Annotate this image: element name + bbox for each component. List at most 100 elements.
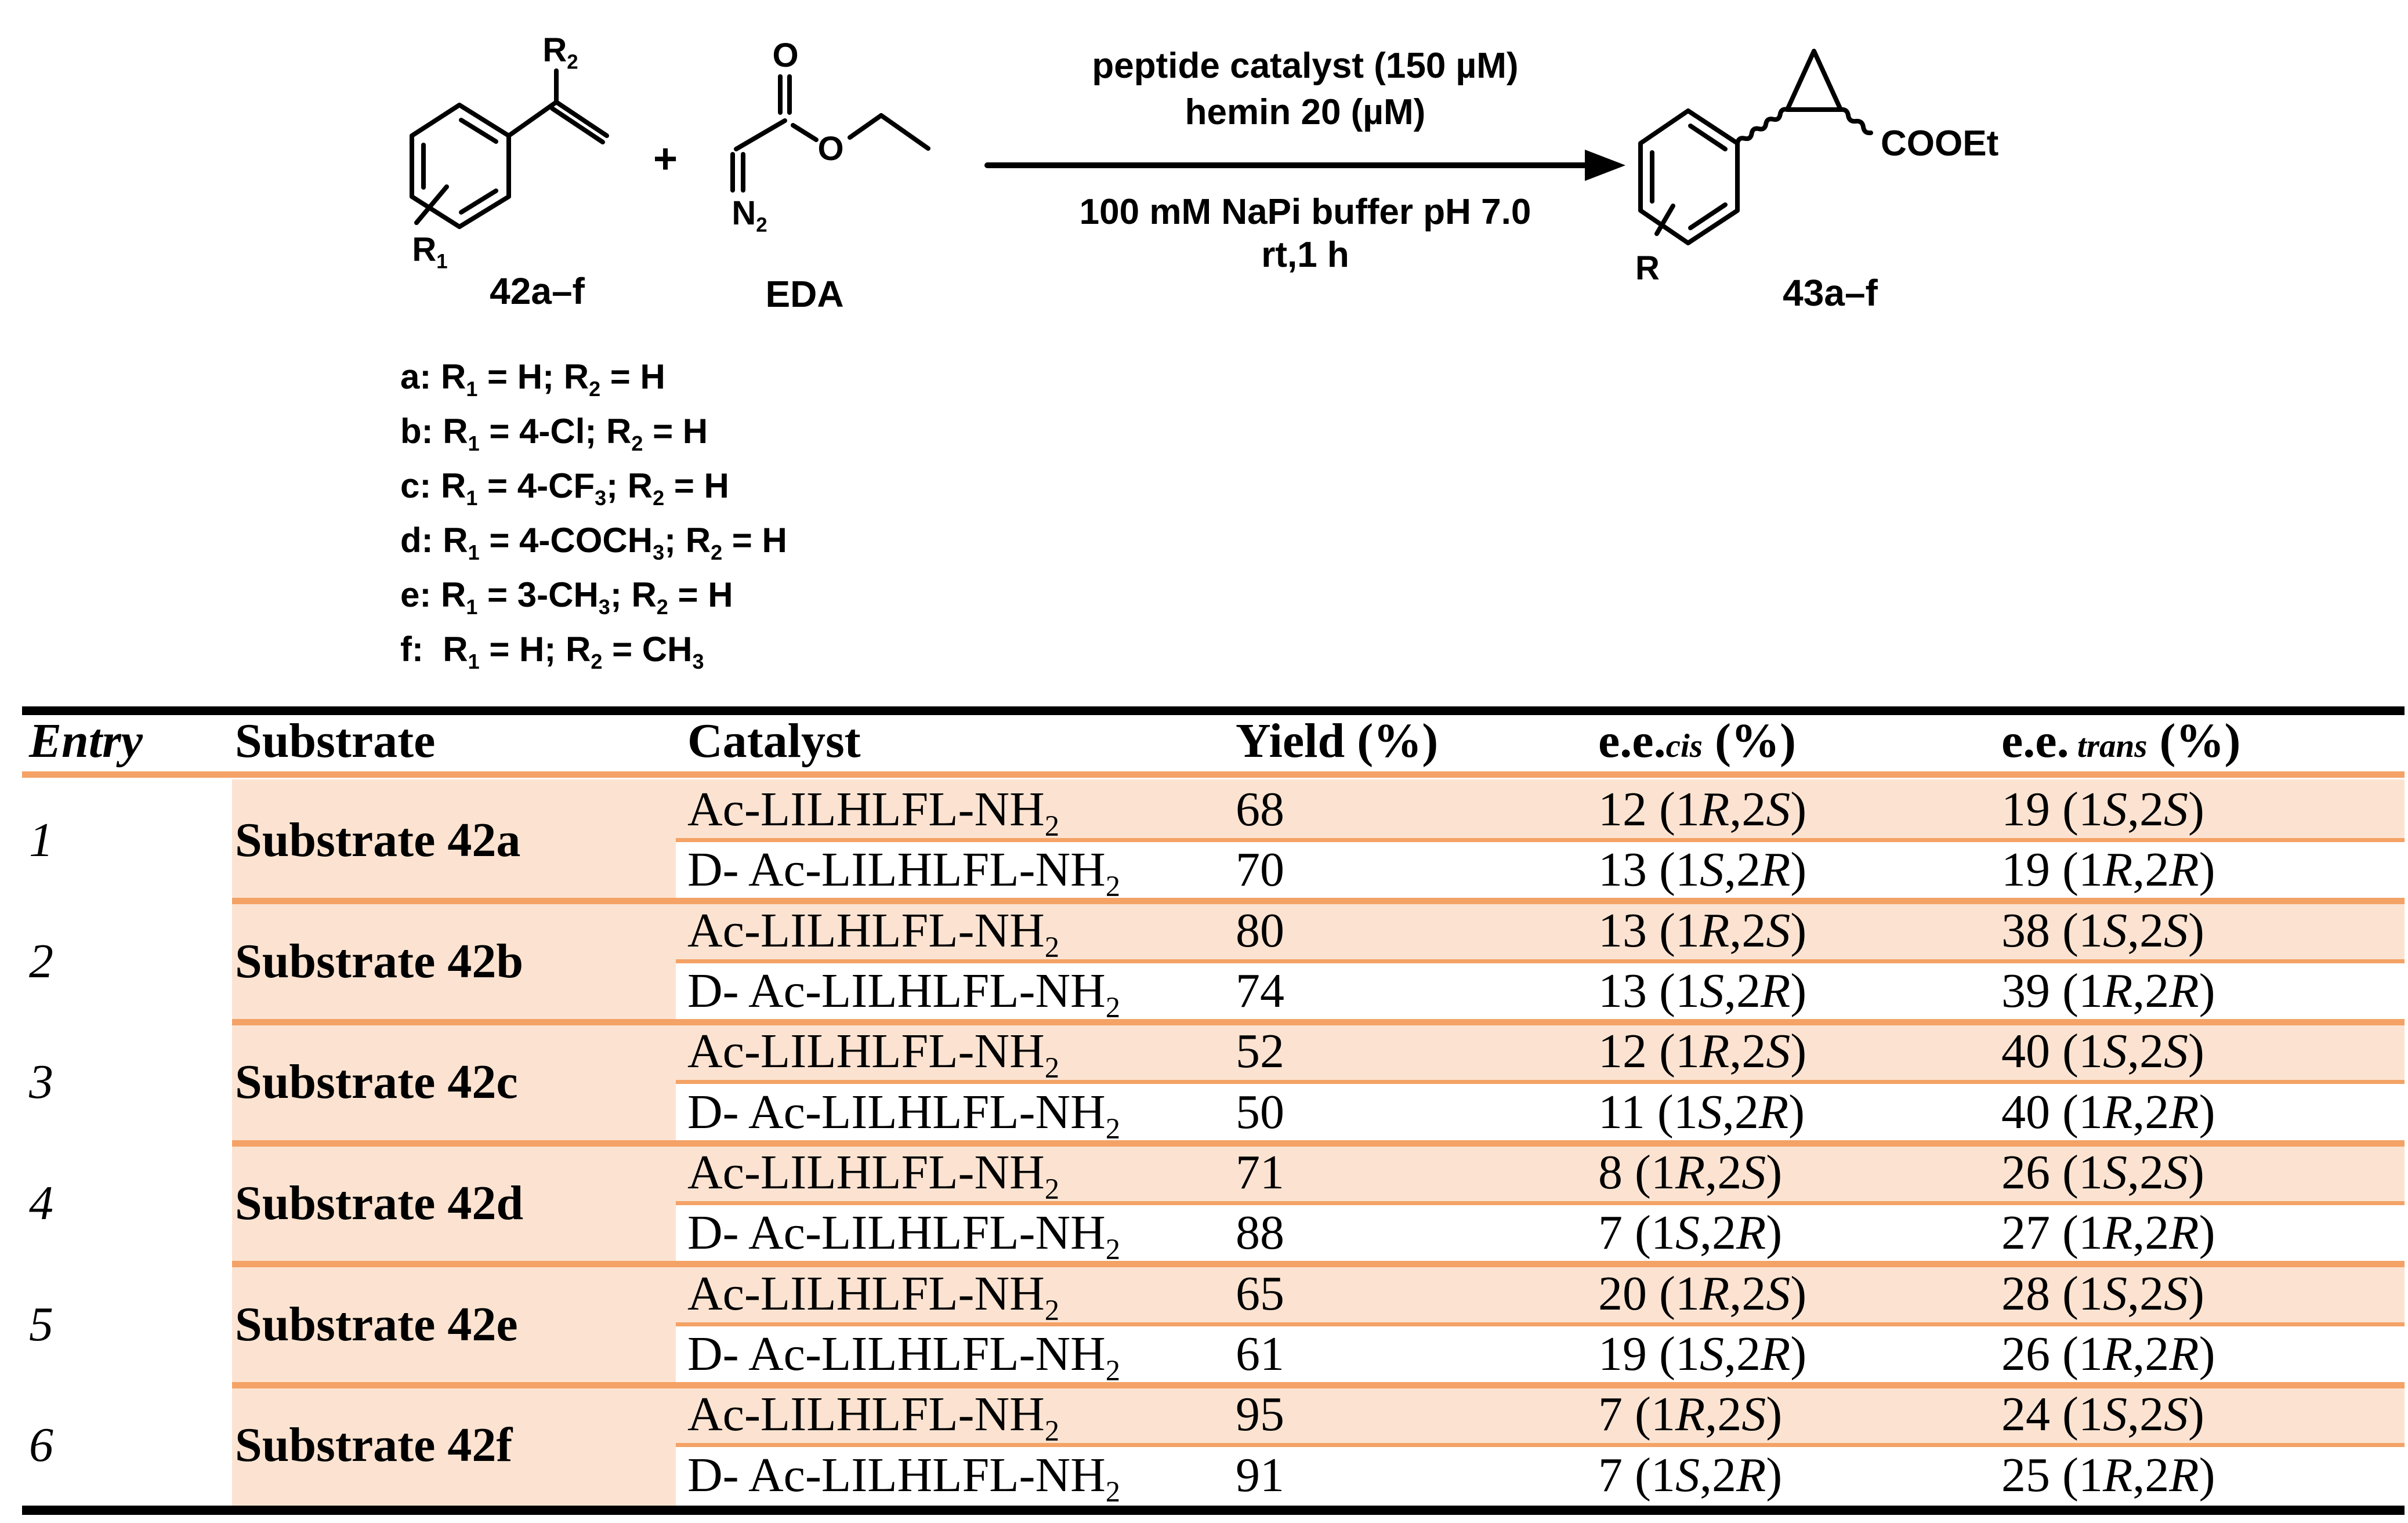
ch2-ch3-bond	[879, 113, 930, 151]
catalyst-cell: Ac-LILHLFL-NH2	[687, 1267, 1060, 1326]
yield-cell: 71	[1236, 1145, 1284, 1199]
table-top-rule	[22, 706, 2405, 715]
ee-trans-cell: 40 (1S,2S)	[2001, 1024, 2204, 1078]
ee-trans-sub: trans	[2069, 728, 2148, 764]
ee-cis-cell: 7 (1S,2R)	[1598, 1448, 1783, 1502]
yield-cell: 74	[1236, 964, 1284, 1018]
entry-cell: 1	[29, 813, 53, 867]
entry-cell: 2	[29, 934, 53, 988]
row-fill-3	[676, 1021, 2405, 1083]
vinyl-double-bond-b	[550, 106, 605, 144]
subrow-divider-4	[676, 1201, 2405, 1205]
substrate-cell: Substrate 42f	[235, 1418, 513, 1472]
substrate-cell: Substrate 42d	[235, 1176, 524, 1230]
col-header-yield: Yield (%)	[1236, 714, 1439, 768]
r2-atom-label: R2	[542, 31, 578, 74]
catalyst-cell: D- Ac-LILHLFL-NH2	[687, 843, 1121, 902]
ee-trans-cell: 39 (1R,2R)	[2001, 964, 2215, 1018]
product-ring-double-3	[1688, 202, 1728, 230]
ring-double-bond-3	[459, 188, 498, 215]
ee-trans-cell: 38 (1S,2S)	[2001, 904, 2204, 958]
subrow-divider-1	[676, 838, 2405, 842]
yield-cell: 65	[1236, 1267, 1284, 1321]
ring-vinyl-bond	[506, 100, 559, 138]
vinyl-double-bond-a	[554, 100, 609, 138]
block-divider-4	[232, 1261, 2405, 1267]
substituent-line-c: c: R1 = 4-CF3; R2 = H	[400, 466, 729, 510]
subrow-divider-6	[676, 1443, 2405, 1447]
yield-cell: 91	[1236, 1448, 1284, 1502]
ee-cis-cell: 7 (1R,2S)	[1598, 1387, 1783, 1441]
ee-trans-cell: 26 (1R,2R)	[2001, 1327, 2215, 1381]
row-fill-2	[676, 901, 2405, 962]
ee-cis-cell: 20 (1R,2S)	[1598, 1267, 1807, 1321]
catalyst-cell: Ac-LILHLFL-NH2	[687, 1387, 1060, 1447]
catalyst-cell: Ac-LILHLFL-NH2	[687, 782, 1060, 842]
yield-cell: 80	[1236, 904, 1284, 958]
cooet-label: COOEt	[1881, 124, 1999, 164]
r1-atom-label: R1	[412, 231, 448, 273]
block-divider-3	[232, 1140, 2405, 1147]
substrate-cell: Substrate 42b	[235, 934, 524, 988]
catalyst-cell: Ac-LILHLFL-NH2	[687, 1024, 1060, 1084]
wavy-bond-ester	[1838, 107, 1873, 136]
row-fill-5	[676, 1264, 2405, 1325]
ch-carbonyl-bond	[734, 118, 787, 151]
product-r-label: R	[1635, 249, 1660, 287]
yield-cell: 50	[1236, 1085, 1284, 1139]
entry-cell: 5	[29, 1297, 53, 1351]
row-fill-1	[676, 779, 2405, 840]
ee-cis-cell: 12 (1R,2S)	[1598, 1024, 1807, 1078]
subrow-divider-3	[676, 1080, 2405, 1084]
reaction-arrow	[984, 150, 1625, 181]
ee-trans-cell: 24 (1S,2S)	[2001, 1387, 2204, 1441]
col-header-ee-cis: e.e.cis (%)	[1598, 711, 1796, 771]
ee-cis-cell: 7 (1S,2R)	[1598, 1206, 1783, 1260]
entry-cell: 3	[29, 1055, 53, 1109]
catalyst-cell: D- Ac-LILHLFL-NH2	[687, 1327, 1121, 1387]
yield-cell: 52	[1236, 1024, 1284, 1078]
catalyst-cell: Ac-LILHLFL-NH2	[687, 904, 1060, 963]
entry-cell: 4	[29, 1176, 53, 1230]
row-fill-6	[676, 1384, 2405, 1446]
n2-atom-label: N2	[732, 194, 767, 237]
condition-line-2: hemin 20 (µM)	[1185, 92, 1426, 132]
catalyst-cell: D- Ac-LILHLFL-NH2	[687, 1085, 1121, 1145]
product-r-variable-bond	[1654, 204, 1675, 236]
product-label: 43a–f	[1783, 272, 1878, 314]
yield-cell: 88	[1236, 1206, 1284, 1260]
yield-cell: 95	[1236, 1387, 1284, 1441]
substituent-line-e: e: R1 = 3-CH3; R2 = H	[400, 575, 733, 619]
ee-cis-tail: (%)	[1703, 714, 1796, 768]
ee-trans-cell: 25 (1R,2R)	[2001, 1448, 2215, 1502]
ee-trans-cell: 19 (1R,2R)	[2001, 843, 2215, 897]
col-header-entry: Entry	[29, 714, 143, 768]
substrate-cell: Substrate 42e	[235, 1297, 518, 1351]
ee-trans-tail: (%)	[2147, 714, 2241, 768]
block-divider-2	[232, 1019, 2405, 1025]
ee-trans-cell: 28 (1S,2S)	[2001, 1267, 2204, 1321]
ee-cis-cell: 11 (1S,2R)	[1598, 1085, 1805, 1139]
entry-cell: 6	[29, 1418, 53, 1472]
substituent-line-f: f: R1 = H; R2 = CH3	[400, 630, 704, 673]
ee-cis-cell: 13 (1S,2R)	[1598, 843, 1807, 897]
ee-trans-cell: 40 (1R,2R)	[2001, 1085, 2215, 1139]
ee-cis-cell: 13 (1R,2S)	[1598, 904, 1807, 958]
substrate-cell: Substrate 42a	[235, 813, 521, 867]
block-divider-1	[232, 898, 2405, 904]
yield-cell: 70	[1236, 843, 1284, 897]
catalyst-cell: D- Ac-LILHLFL-NH2	[687, 964, 1121, 1024]
arrow-head	[1585, 150, 1625, 181]
ee-cis-cell: 19 (1S,2R)	[1598, 1327, 1807, 1381]
catalyst-cell: D- Ac-LILHLFL-NH2	[687, 1206, 1121, 1265]
styrene-structure	[410, 68, 609, 229]
subrow-divider-2	[676, 959, 2405, 963]
carbonyl-ester-bond	[791, 123, 819, 142]
substituent-line-b: b: R1 = 4-Cl; R2 = H	[400, 412, 708, 455]
table-bottom-rule	[22, 1506, 2405, 1515]
wavy-bond-aryl	[1735, 107, 1790, 146]
ee-trans-cell: 19 (1S,2S)	[2001, 782, 2204, 836]
ee-cis-cell: 12 (1R,2S)	[1598, 782, 1807, 836]
block-divider-5	[232, 1382, 2405, 1388]
reagent-label: EDA	[765, 273, 844, 315]
